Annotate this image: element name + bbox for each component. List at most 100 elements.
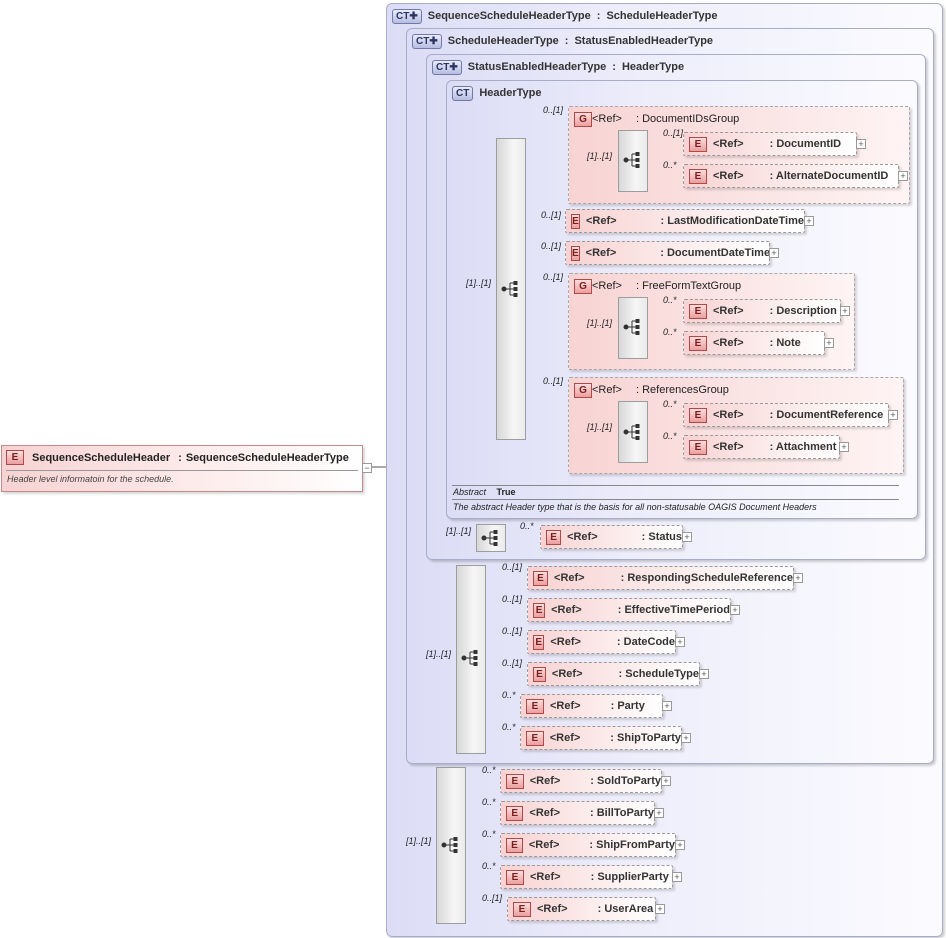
sequence-icon bbox=[441, 837, 458, 853]
expand-icon[interactable]: + bbox=[840, 306, 850, 316]
ref-label: <Ref> bbox=[528, 839, 560, 851]
type-base: StatusEnabledHeaderType bbox=[574, 35, 714, 47]
element-box[interactable]: E<Ref>: SupplierParty bbox=[500, 865, 673, 889]
ref-label: <Ref> bbox=[713, 409, 744, 421]
cardinality: [1]..[1] bbox=[587, 318, 613, 328]
sequence-icon bbox=[461, 650, 478, 666]
element-badge-icon: E bbox=[506, 773, 524, 789]
element-box[interactable]: E<Ref>: RespondingScheduleReference bbox=[527, 566, 794, 590]
complex-type-badge-icon: CT✚ bbox=[412, 33, 442, 49]
complex-type-badge-icon: CT✚ bbox=[392, 8, 422, 24]
element-badge-icon: E bbox=[689, 136, 707, 152]
element-box[interactable]: E<Ref>: DocumentReference bbox=[683, 403, 889, 427]
collapse-icon[interactable]: − bbox=[362, 463, 372, 473]
cardinality: 0..* bbox=[663, 160, 677, 170]
cardinality: [1]..[1] bbox=[406, 836, 432, 846]
sequence-icon bbox=[501, 281, 518, 297]
divider bbox=[6, 470, 358, 471]
expand-icon[interactable]: + bbox=[681, 733, 691, 743]
element-badge-icon: E bbox=[506, 869, 524, 885]
cardinality: 0..* bbox=[502, 690, 516, 700]
expand-icon[interactable]: + bbox=[898, 171, 908, 181]
ref-label: <Ref> bbox=[713, 305, 744, 317]
element-box[interactable]: E<Ref>: Status bbox=[540, 525, 683, 549]
sequence-icon bbox=[623, 319, 640, 335]
expand-icon[interactable]: + bbox=[662, 701, 672, 711]
element-box[interactable]: E<Ref>: ShipFromParty bbox=[500, 833, 676, 857]
expand-icon[interactable]: + bbox=[675, 840, 685, 850]
element-box[interactable]: E<Ref>: Party bbox=[520, 694, 663, 718]
element-box[interactable]: E<Ref>: BillToParty bbox=[500, 801, 655, 825]
element-badge-icon: E bbox=[533, 602, 546, 618]
expand-icon[interactable]: + bbox=[856, 139, 866, 149]
expand-icon[interactable]: + bbox=[699, 669, 709, 679]
element-name: Status bbox=[648, 531, 682, 543]
element-badge-icon: E bbox=[533, 666, 546, 682]
element-box[interactable]: E<Ref>: DateCode bbox=[527, 630, 676, 654]
element-box[interactable]: E<Ref>: DocumentDateTime bbox=[565, 241, 770, 265]
element-name: RespondingScheduleReference bbox=[627, 572, 793, 584]
divider bbox=[452, 485, 899, 486]
element-badge-icon: E bbox=[689, 303, 707, 319]
cardinality: 0..* bbox=[520, 521, 534, 531]
element-name: Note bbox=[776, 337, 801, 349]
cardinality: 0..* bbox=[482, 797, 496, 807]
cardinality: 0..[1] bbox=[541, 241, 562, 251]
element-box[interactable]: E<Ref>: LastModificationDateTime bbox=[565, 209, 805, 233]
expand-icon[interactable]: + bbox=[769, 248, 779, 258]
cardinality: 0..* bbox=[663, 399, 677, 409]
element-box[interactable]: E<Ref>: DocumentID bbox=[683, 132, 857, 156]
cardinality: 0..[1] bbox=[482, 893, 503, 903]
cardinality: 0..[1] bbox=[543, 105, 564, 115]
type-name: ScheduleHeaderType bbox=[447, 35, 559, 47]
expand-icon[interactable]: + bbox=[675, 637, 685, 647]
root-element[interactable]: E SequenceScheduleHeader : SequenceSched… bbox=[1, 445, 363, 492]
element-box[interactable]: E<Ref>: UserArea bbox=[507, 897, 656, 921]
element-box[interactable]: E<Ref>: Attachment bbox=[683, 435, 840, 459]
element-name: EffectiveTimePeriod bbox=[624, 604, 730, 616]
group-badge-icon: G bbox=[574, 278, 592, 294]
element-badge-icon: E bbox=[571, 245, 580, 261]
element-box[interactable]: E<Ref>: AlternateDocumentID bbox=[683, 164, 899, 188]
group-name: DocumentIDsGroup bbox=[642, 113, 740, 125]
expand-icon[interactable]: + bbox=[672, 872, 682, 882]
element-name: DocumentReference bbox=[776, 409, 884, 421]
expand-icon[interactable]: + bbox=[839, 442, 849, 452]
expand-icon[interactable]: + bbox=[655, 904, 665, 914]
element-badge-icon: E bbox=[506, 837, 523, 853]
expand-icon[interactable]: + bbox=[888, 410, 898, 420]
element-name: ShipToParty bbox=[617, 732, 681, 744]
ref-label: <Ref> bbox=[567, 531, 598, 543]
cardinality: 0..* bbox=[663, 327, 677, 337]
expand-icon[interactable]: + bbox=[793, 573, 803, 583]
element-box[interactable]: E<Ref>: ScheduleType bbox=[527, 662, 700, 686]
element-badge-icon: E bbox=[533, 634, 545, 650]
type-base: HeaderType bbox=[621, 61, 685, 73]
expand-icon[interactable]: + bbox=[661, 776, 671, 786]
cardinality: [1]..[1] bbox=[466, 278, 492, 288]
ref-label: <Ref> bbox=[592, 280, 622, 292]
ref-label: <Ref> bbox=[592, 113, 622, 125]
root-name: SequenceScheduleHeader bbox=[32, 451, 171, 464]
element-box[interactable]: E<Ref>: ShipToParty bbox=[520, 726, 682, 750]
type-name: HeaderType bbox=[479, 87, 542, 99]
element-badge-icon: E bbox=[526, 730, 544, 746]
element-box[interactable]: E<Ref>: SoldToParty bbox=[500, 769, 662, 793]
element-name: ScheduleType bbox=[625, 668, 699, 680]
cardinality: 0..* bbox=[663, 431, 677, 441]
expand-icon[interactable]: + bbox=[730, 605, 740, 615]
complex-type-badge-icon: CT bbox=[452, 85, 474, 101]
element-box[interactable]: E<Ref>: Description bbox=[683, 299, 841, 323]
element-badge-icon: E bbox=[533, 570, 549, 586]
expand-icon[interactable]: + bbox=[824, 338, 834, 348]
root-type: SequenceScheduleHeaderType bbox=[185, 451, 349, 464]
element-box[interactable]: E<Ref>: EffectiveTimePeriod bbox=[527, 598, 731, 622]
element-name: DateCode bbox=[623, 636, 675, 648]
element-box[interactable]: E<Ref>: Note bbox=[683, 331, 825, 355]
expand-icon[interactable]: + bbox=[654, 808, 664, 818]
element-badge-icon: E bbox=[546, 529, 562, 545]
expand-icon[interactable]: + bbox=[682, 532, 692, 542]
cardinality: 0..[1] bbox=[663, 128, 684, 138]
root-doc: Header level informatoin for the schedul… bbox=[7, 474, 174, 484]
expand-icon[interactable]: + bbox=[804, 216, 814, 226]
